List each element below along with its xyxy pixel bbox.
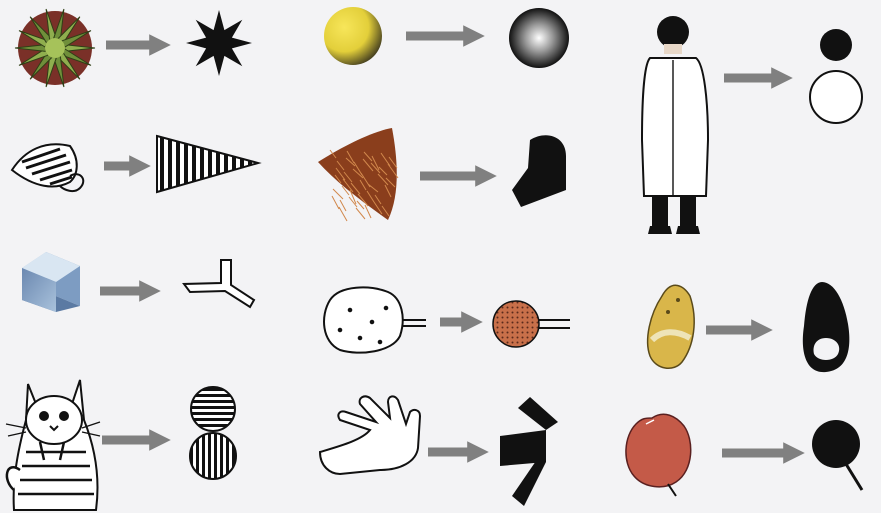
bent-bars-icon <box>500 397 558 506</box>
striped-leaf-icon <box>12 144 83 191</box>
cube-icon <box>22 252 80 312</box>
person-in-coat-icon <box>642 16 708 234</box>
ring-shape-icon <box>803 282 850 372</box>
apple-icon <box>626 414 691 496</box>
hand-icon <box>320 396 420 474</box>
succulent-icon <box>15 9 95 87</box>
lollipop-icon <box>812 420 862 490</box>
t-shape-icon <box>184 260 254 307</box>
eight-point-star-icon <box>186 10 252 76</box>
two-circles-icon <box>810 29 862 123</box>
striped-circles-icon <box>188 387 238 482</box>
rounded-black-shape-icon <box>512 135 566 207</box>
dotted-circle-stick-icon <box>493 301 570 347</box>
sweet-potato-icon <box>648 285 695 368</box>
brush-icon <box>318 128 398 221</box>
striped-triangle-icon <box>157 130 260 200</box>
cat-icon <box>6 380 100 510</box>
cotton-swab-icon <box>324 287 426 352</box>
radial-gradient-circle-icon <box>509 8 569 68</box>
yellow-ball-icon <box>324 7 382 65</box>
